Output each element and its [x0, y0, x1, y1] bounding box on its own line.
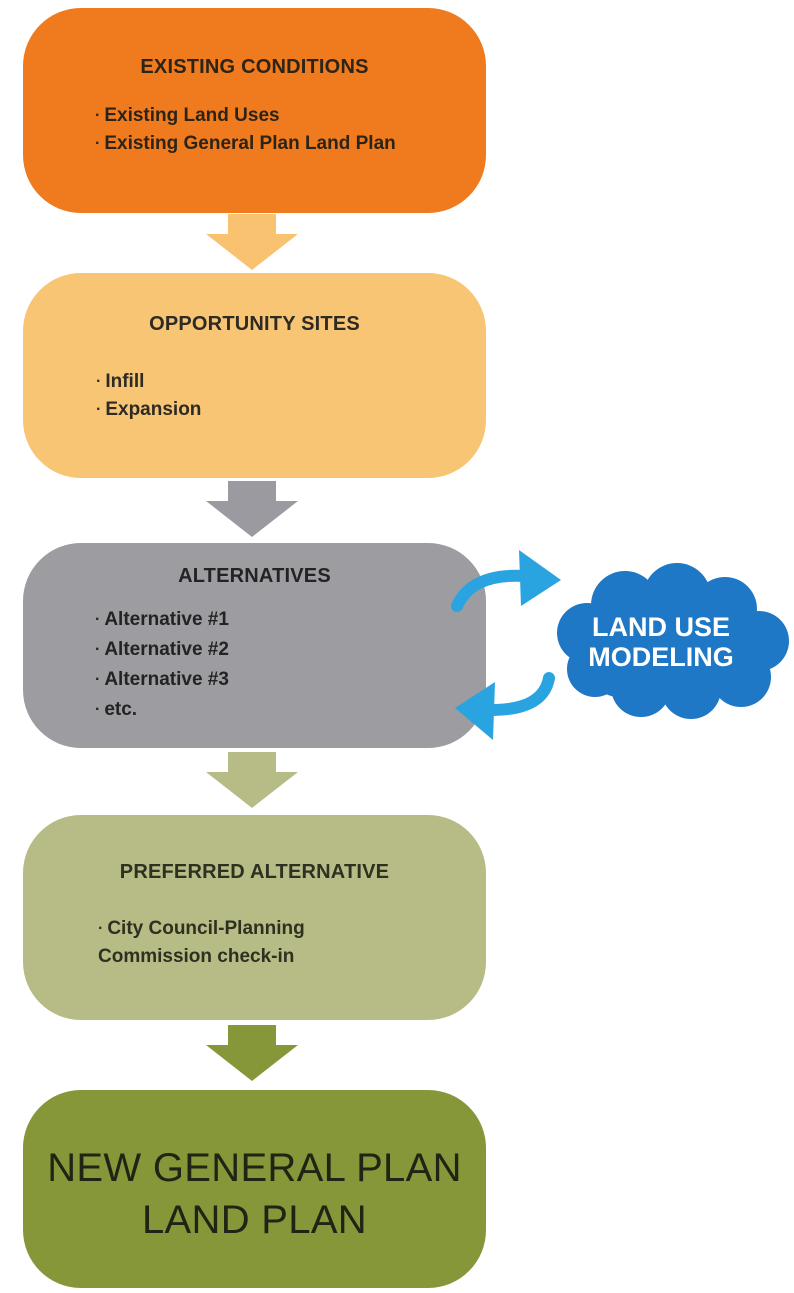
down-arrow-icon [206, 1025, 298, 1081]
list-item: Infill [96, 368, 201, 396]
step-list: Alternative #1 Alternative #2 Alternativ… [95, 605, 229, 725]
step-opportunity-sites: OPPORTUNITY SITES Infill Expansion [23, 273, 486, 478]
step-existing-conditions: EXISTING CONDITIONS Existing Land Uses E… [23, 8, 486, 213]
list-item: City Council-Planning Commission check-i… [98, 915, 418, 971]
final-title: NEW GENERAL PLAN LAND PLAN [23, 1142, 486, 1246]
final-title-line: LAND PLAN [141, 1198, 367, 1242]
cloud-label-line: LAND USE [591, 612, 730, 642]
list-item: etc. [95, 695, 229, 725]
step-list: Infill Expansion [96, 368, 201, 424]
step-list: Existing Land Uses Existing General Plan… [95, 102, 396, 158]
feedback-loop-arrows-icon [451, 550, 561, 740]
down-arrow-icon [206, 214, 298, 270]
cloud-label-line: MODELING [588, 642, 734, 672]
step-title: ALTERNATIVES [178, 565, 331, 587]
list-item: Alternative #3 [95, 665, 229, 695]
step-title: EXISTING CONDITIONS [140, 56, 369, 78]
cloud-icon [557, 563, 789, 719]
step-alternatives: ALTERNATIVES Alternative #1 Alternative … [23, 543, 486, 748]
step-title: OPPORTUNITY SITES [149, 313, 360, 335]
step-preferred-alternative: PREFERRED ALTERNATIVE City Council-Plann… [23, 815, 486, 1020]
list-item: Alternative #2 [95, 635, 229, 665]
step-list: City Council-Planning Commission check-i… [98, 915, 418, 971]
down-arrow-icon [206, 481, 298, 537]
list-item: Expansion [96, 396, 201, 424]
list-item: Existing General Plan Land Plan [95, 130, 395, 158]
cloud-label: LAND USE MODELING [545, 612, 777, 672]
step-title: PREFERRED ALTERNATIVE [119, 861, 390, 883]
list-item: Existing Land Uses [95, 102, 396, 130]
final-title-line: NEW GENERAL PLAN [47, 1146, 462, 1190]
list-item: Alternative #1 [95, 605, 229, 635]
down-arrow-icon [206, 752, 298, 808]
step-new-general-plan: NEW GENERAL PLAN LAND PLAN [23, 1090, 486, 1288]
